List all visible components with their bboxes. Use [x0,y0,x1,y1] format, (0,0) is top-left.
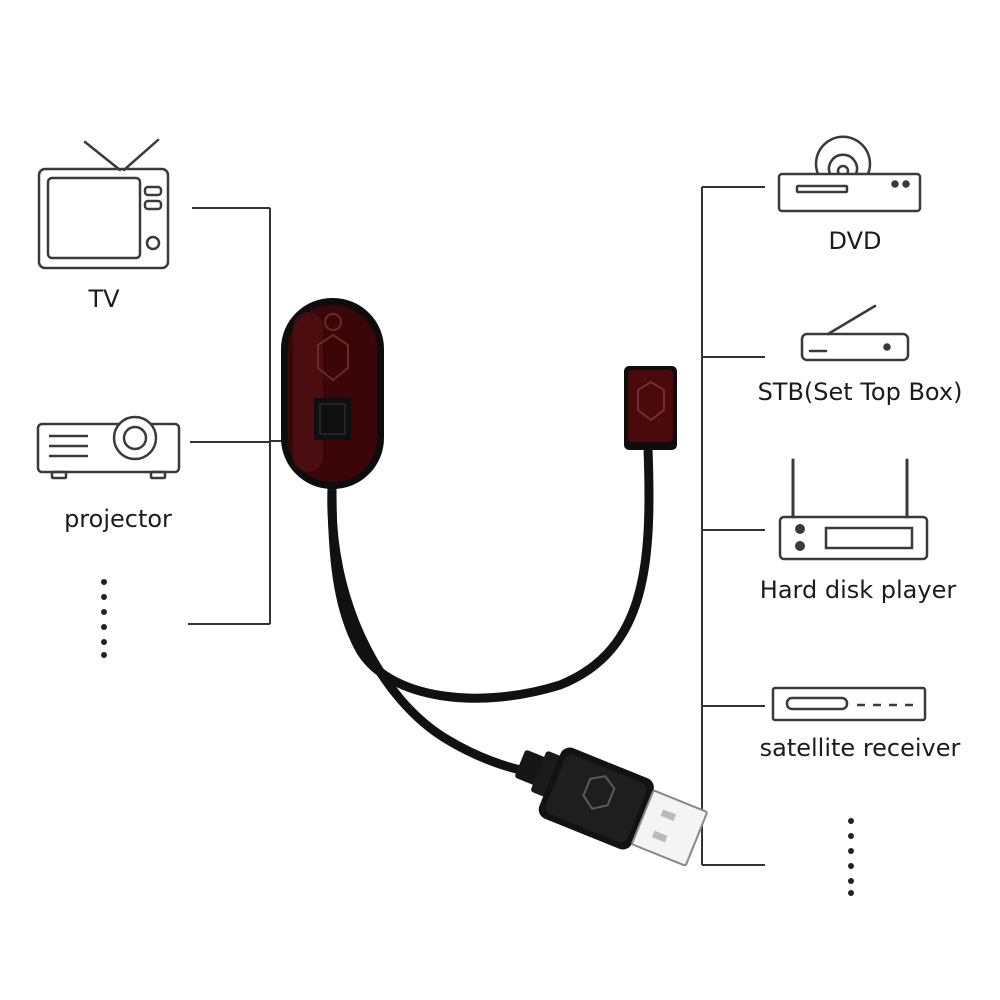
dvd-label: DVD [828,227,882,255]
projector-icon [36,415,181,480]
dvd-player-icon [777,135,922,213]
projector-label: projector [64,505,172,533]
hard-disk-player-icon [778,458,929,561]
left-connector-bracket [188,207,290,625]
satellite-receiver-label: satellite receiver [759,734,961,762]
right-more-dots [848,818,854,896]
tv-icon [37,138,170,270]
tv-label: TV [88,285,120,313]
left-more-dots [101,579,107,658]
satellite-receiver-icon [771,686,927,722]
cables [327,443,654,777]
usb-plug [515,747,708,867]
right-connector-bracket [701,186,765,866]
hard-disk-player-label: Hard disk player [759,576,957,604]
usb-cable [327,483,535,777]
stb-label: STB(Set Top Box) [757,378,963,406]
ir-receiver-head [281,298,384,489]
set-top-box-icon [800,304,910,362]
emitter-cable [327,443,654,703]
ir-emitter-head [624,366,677,450]
